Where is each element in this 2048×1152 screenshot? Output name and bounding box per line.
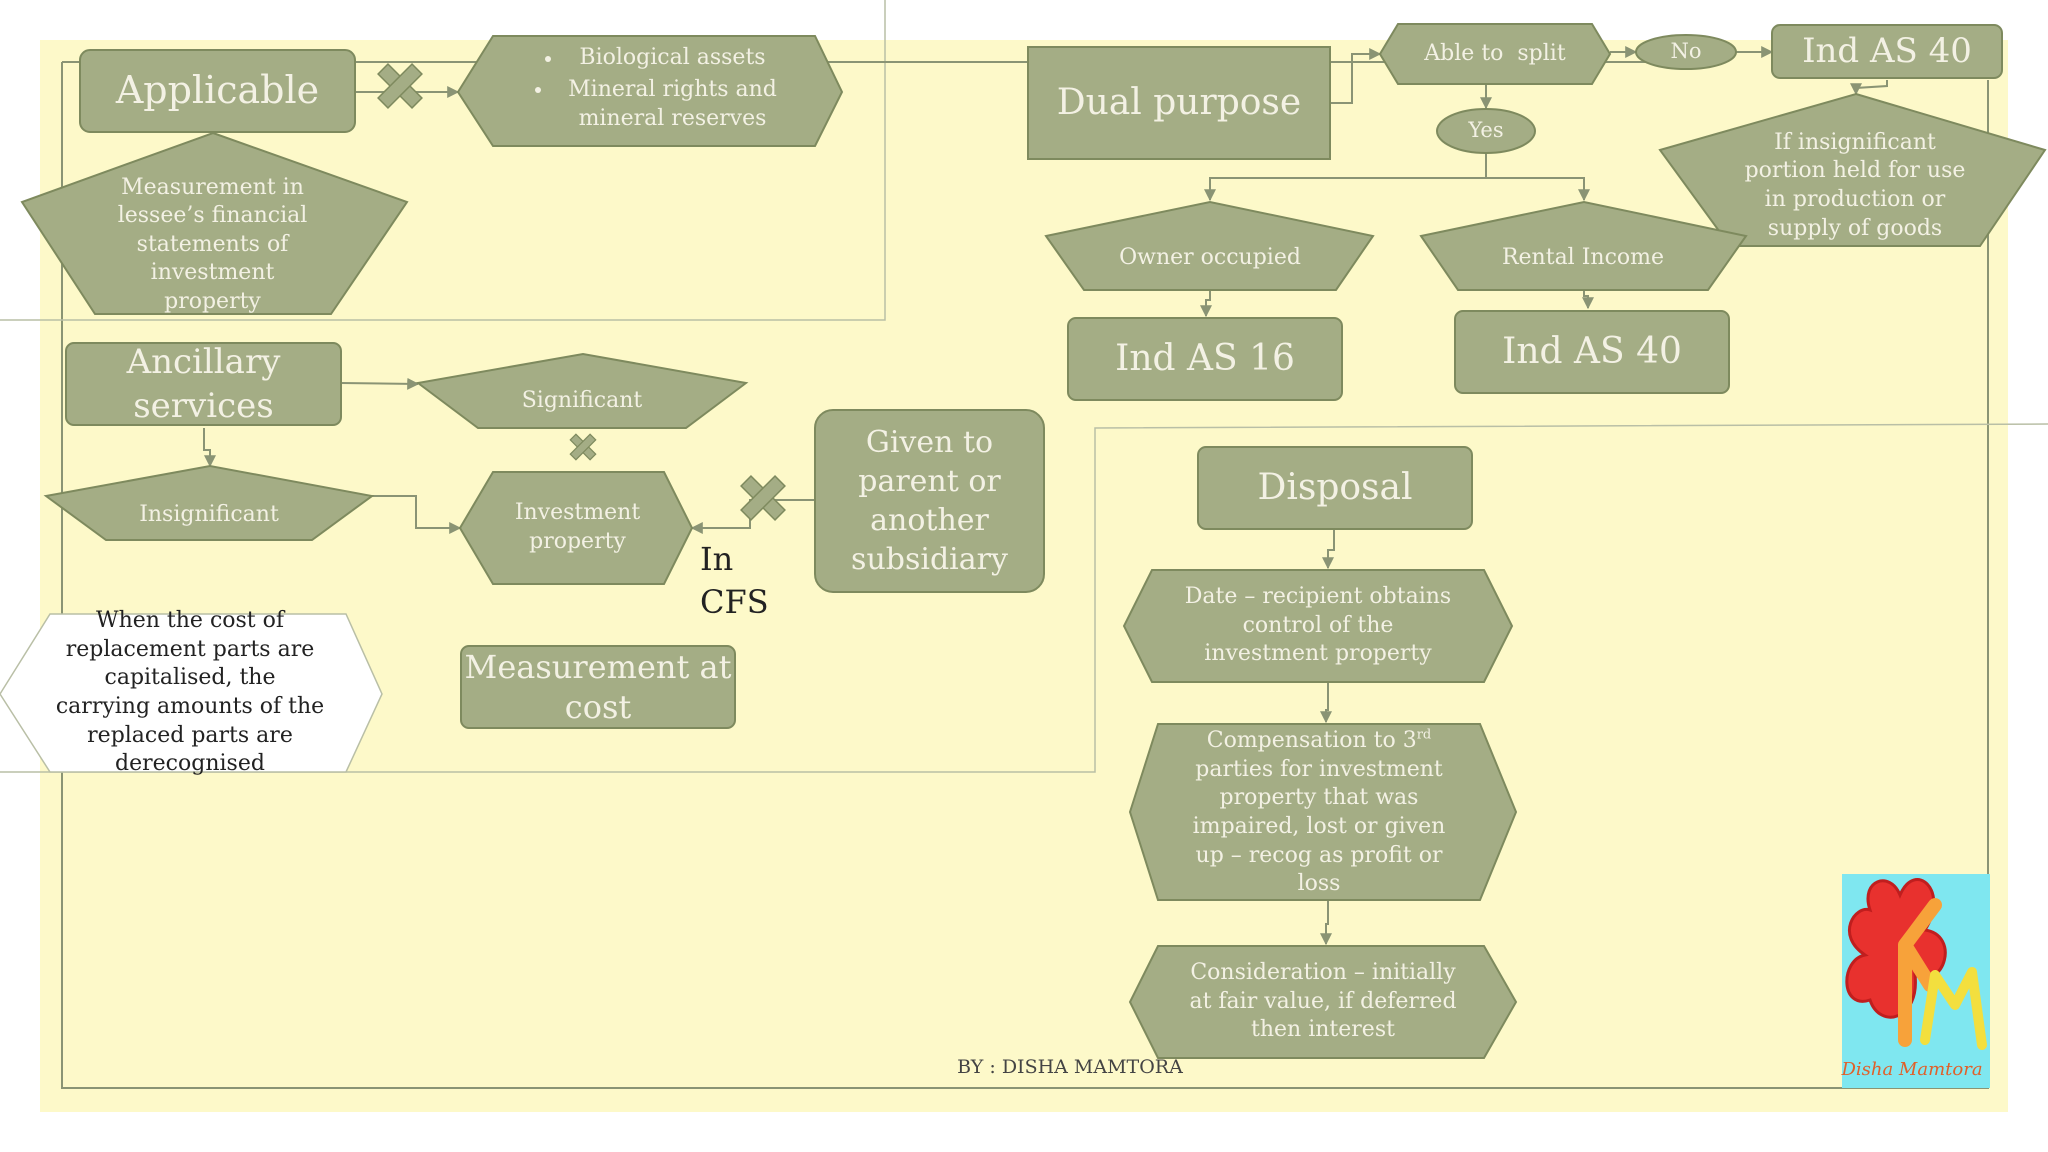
biological-assets-text: Biological assets (579, 44, 766, 70)
compensation-prefix: Compensation to 3 (1206, 728, 1417, 754)
connector-disposal-date (1322, 530, 1335, 570)
replacement-parts-hexagon (0, 613, 383, 773)
compensation-rest: parties for investment property that was… (1192, 756, 1446, 897)
lower-mid-box-frame (0, 423, 2048, 773)
connector-yes-rental (1486, 177, 1590, 202)
compensation-text: Compensation to 3rd parties for investme… (1178, 728, 1460, 897)
ancillary-services-label: Ancillary services (126, 341, 281, 426)
ind-as-40-mid-box (1454, 310, 1730, 394)
cross-icon (377, 63, 423, 109)
compensation-hexagon (1128, 723, 1518, 901)
rental-income-trapezoid (1419, 200, 1748, 291)
ind-as-40-top-box (1771, 24, 2003, 79)
connector-owner-indas16 (1200, 290, 1212, 318)
cross-icon (740, 475, 786, 521)
date-recipient-hexagon (1122, 569, 1514, 683)
measurement-lessee-text: Measurement in lessee’s financial statem… (117, 174, 308, 314)
bullet-icon (535, 87, 541, 93)
disposal-label: Disposal (1257, 466, 1413, 508)
insignificant-trapezoid (43, 464, 375, 541)
applicable-box (79, 49, 356, 133)
top-left-box-frame (0, 0, 886, 321)
measurement-at-cost-box (460, 645, 736, 729)
no-ellipse (1635, 34, 1737, 70)
ind-as-40-mid-label: Ind AS 40 (1502, 330, 1682, 372)
insignificant-label: Insignificant (139, 501, 279, 527)
investment-property-hexagon (458, 471, 694, 585)
bullet-icon (545, 56, 551, 62)
given-to-parent-label: Given to parent or another subsidiary (851, 425, 1008, 577)
rental-income-label: Rental Income (1501, 244, 1665, 270)
outer-frame (61, 62, 1989, 1089)
background-bottom-white (0, 1112, 2048, 1152)
mineral-rights-text: Mineral rights and mineral reserves (568, 77, 777, 131)
given-to-parent-box (814, 409, 1045, 593)
yes-ellipse (1436, 108, 1536, 154)
yes-label: Yes (1468, 118, 1504, 143)
significant-label: Significant (521, 387, 643, 413)
compensation-superscript: rd (1416, 727, 1432, 743)
consideration-hexagon (1128, 945, 1518, 1059)
ind-as-16-box (1067, 317, 1343, 401)
able-to-split-hexagon (1378, 23, 1612, 85)
ind-as-16-label: Ind AS 16 (1115, 337, 1295, 379)
cross-icon (569, 433, 597, 461)
able-to-split-label: Able to split (1424, 40, 1566, 66)
ind-as-40-top-label: Ind AS 40 (1802, 31, 1972, 72)
logo-signature: Disha Mamtora (1840, 1059, 1982, 1080)
connector-yes-branch (1204, 152, 1487, 202)
top-left-white-panel (0, 0, 885, 40)
connector-ancillary-insignificant (203, 428, 216, 468)
background-left-white (0, 0, 40, 1152)
dual-purpose-label: Dual purpose (1056, 81, 1302, 123)
biological-assets-hexagon (456, 35, 844, 147)
no-label: No (1670, 39, 1702, 64)
owner-occupied-label: Owner occupied (1119, 244, 1301, 270)
footer-author: BY : DISHA MAMTORA (957, 1055, 1183, 1078)
insignificant-portion-pentagon (1658, 92, 2047, 247)
owner-occupied-trapezoid (1044, 200, 1375, 291)
applicable-label: Applicable (115, 68, 320, 113)
consideration-text: Consideration – initially at fair value,… (1189, 960, 1457, 1043)
ancillary-services-box (65, 342, 342, 426)
date-recipient-text: Date – recipient obtains control of the … (1184, 584, 1452, 667)
significant-trapezoid (415, 352, 749, 429)
connector-compensation-consideration (1320, 900, 1332, 946)
connector-rental-indas40 (1582, 290, 1594, 310)
connector-dual-split (1330, 48, 1382, 104)
investment-property-label: Investment property (514, 500, 641, 554)
replacement-parts-text: When the cost of replacement parts are c… (55, 608, 325, 777)
in-cfs-label: In CFS (700, 539, 769, 621)
insignificant-portion-text: If insignificant portion held for use in… (1744, 129, 1966, 241)
author-logo: Disha Mamtora (1840, 874, 1990, 1088)
disposal-box (1197, 446, 1473, 530)
connector-insignificant-investment (372, 495, 462, 534)
measurement-at-cost-label: Measurement at cost (464, 648, 732, 726)
measurement-lessee-pentagon (20, 131, 409, 315)
connector-indas40-insignificant (1850, 80, 1888, 96)
connector-ancillary-significant (340, 377, 420, 390)
dual-purpose-box (1027, 46, 1331, 160)
connector-date-compensation (1320, 682, 1332, 724)
